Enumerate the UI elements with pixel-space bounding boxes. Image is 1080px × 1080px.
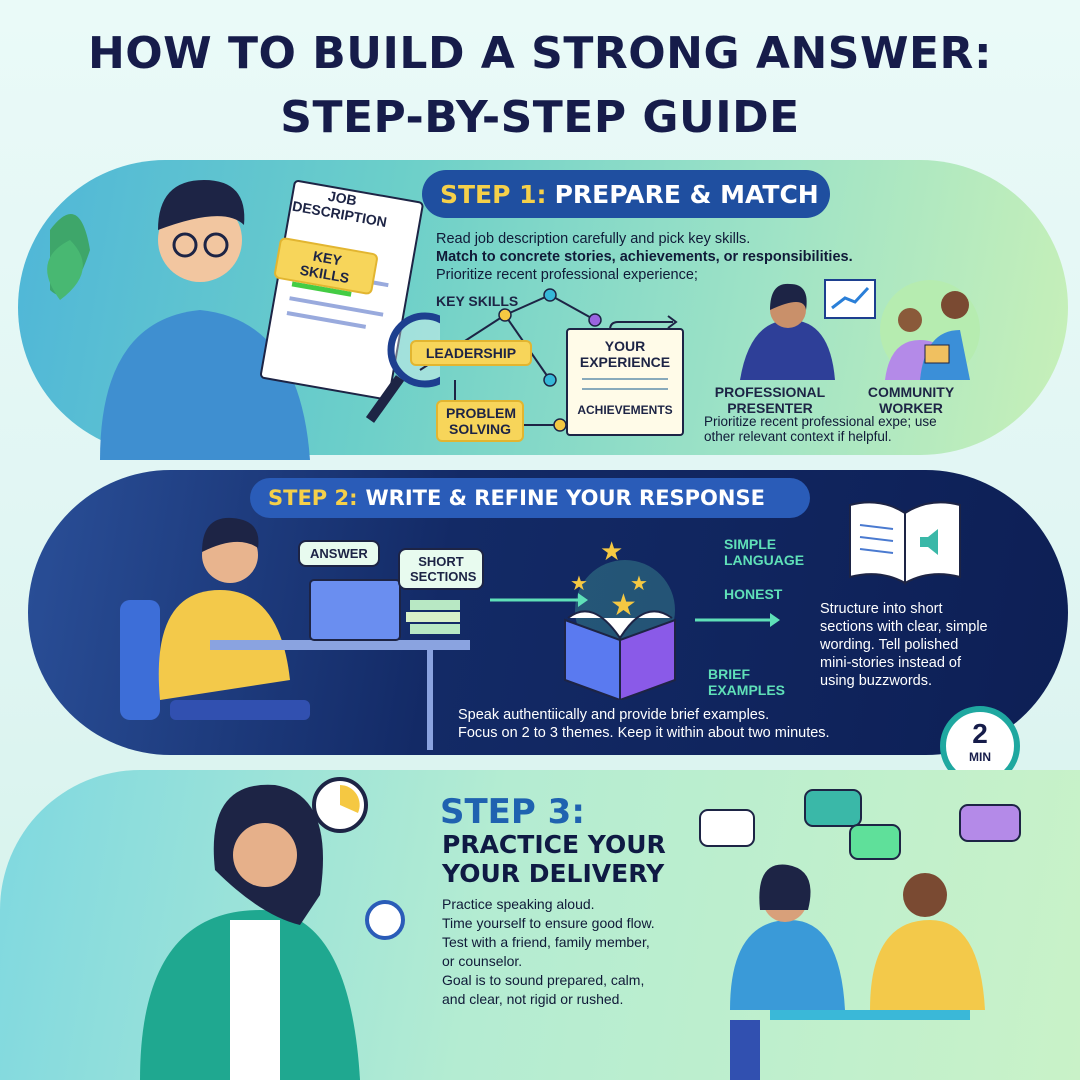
title-line-1: HOW TO BUILD A STRONG ANSWER: [87, 28, 993, 79]
person-laptop-illustration [120, 517, 470, 750]
step1-line: Prioritize recent professional experienc… [436, 267, 698, 283]
step3-line: Practice speaking aloud. [442, 896, 595, 912]
step2-bottom-line: Speak authentiically and provide brief e… [458, 707, 770, 723]
bubble-answer: ANSWER [298, 540, 380, 567]
svg-text:★: ★ [600, 536, 623, 566]
timer-unit: MIN [969, 750, 991, 764]
roles-illustration [740, 279, 980, 380]
magic-book-illustration: ★★★★ [490, 536, 780, 700]
svg-text:★: ★ [610, 589, 637, 622]
step2-header: STEP 2: WRITE & REFINE YOUR RESPONSE [250, 478, 810, 518]
experience-title: YOUR EXPERIENCE [579, 338, 671, 370]
step3-line: Time yourself to ensure good flow. [442, 915, 655, 931]
step2-label: STEP 2: [268, 486, 358, 510]
step1-heading: PREPARE & MATCH [554, 179, 819, 209]
step2-side-text: Structure into short sections with clear… [820, 601, 988, 689]
role-community-worker: COMMUNITY WORKER [867, 384, 955, 416]
step1-text: Read job description carefully and pick … [436, 230, 956, 284]
step1-note: Prioritize recent professional expe; use… [704, 414, 937, 444]
conversation-illustration [699, 789, 1021, 1080]
step3-label: STEP 3: [440, 792, 585, 832]
experience-footer: ACHIEVEMENTS [577, 403, 673, 417]
step3-heading: PRACTICE YOUR YOUR DELIVERY [442, 830, 666, 888]
step3-line: and clear, not rigid or rushed. [442, 991, 624, 1007]
title-line-2: STEP-BY-STEP GUIDE [280, 92, 800, 143]
step1-line: Read job description carefully and pick … [436, 231, 751, 247]
step3-heading-line: PRACTICE YOUR [442, 830, 666, 859]
step3-text: Practice speaking aloud. Time yourself t… [442, 895, 712, 1009]
step3-line: Goal is to sound prepared, calm, [442, 972, 645, 988]
step3-heading-line: YOUR DELIVERY [442, 859, 665, 888]
svg-text:★: ★ [570, 573, 588, 595]
bubble-short-sections: SHORT SECTIONS [398, 548, 484, 590]
skill-problem-solving: PROBLEM SOLVING [436, 400, 524, 442]
skill-leadership: LEADERSHIP [410, 340, 532, 366]
quality-honest: HONEST [724, 586, 783, 602]
person-reading-illustration [47, 180, 440, 460]
step3-line: Test with a friend, family member, [442, 934, 650, 950]
timer-value: 2 [972, 718, 988, 749]
step1-line: Match to concrete stories, achievements,… [436, 249, 853, 265]
quality-simple-language: SIMPLE LANGUAGE [724, 536, 805, 568]
step1-header: STEP 1: PREPARE & MATCH [422, 170, 830, 218]
step2-bottom-text: Speak authentiically and provide brief e… [458, 706, 928, 742]
quality-brief-examples: BRIEF EXAMPLES [708, 666, 786, 698]
step2-bottom-line: Focus on 2 to 3 themes. Keep it within a… [458, 725, 830, 741]
step1-label: STEP 1: [440, 179, 547, 209]
role-professional-presenter: PROFESSIONAL PRESENTER [714, 384, 826, 416]
your-experience-card: YOUR EXPERIENCE ACHIEVEMENTS [566, 328, 684, 436]
step2-heading: WRITE & REFINE YOUR RESPONSE [365, 486, 765, 510]
svg-text:★: ★ [630, 573, 648, 595]
key-skills-label: KEY SKILLS [436, 293, 519, 309]
open-book-speaker-icon [849, 501, 961, 585]
step3-line: or counselor. [442, 953, 523, 969]
woman-stopwatch-illustration [140, 777, 405, 1080]
